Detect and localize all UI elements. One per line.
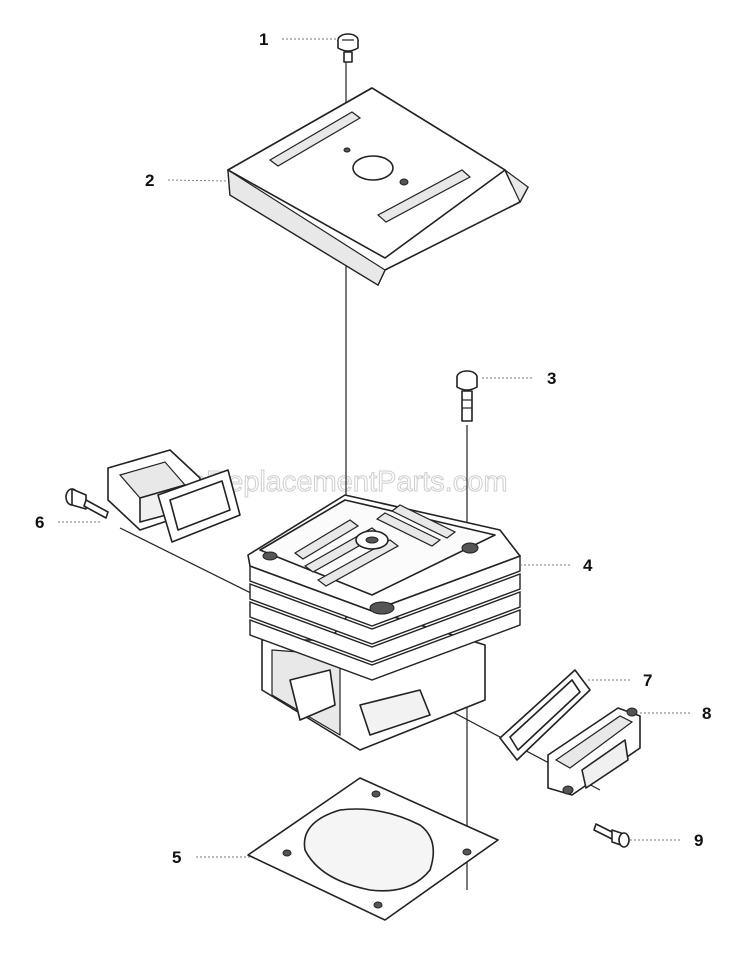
callout-2[interactable]: 2 — [145, 171, 154, 190]
callout-7[interactable]: 7 — [643, 671, 652, 690]
part-3-bolt[interactable] — [456, 370, 478, 422]
callout-6[interactable]: 6 — [35, 513, 44, 532]
part-1-screw[interactable] — [337, 33, 359, 63]
callout-4[interactable]: 4 — [583, 556, 593, 575]
callout-5[interactable]: 5 — [172, 848, 181, 867]
watermark: eReplacementParts.com — [190, 466, 508, 498]
part-8-flange[interactable] — [547, 707, 641, 796]
part-7-gasket[interactable] — [499, 669, 591, 761]
part-5-base-gasket[interactable] — [247, 777, 499, 921]
callout-1[interactable]: 1 — [259, 30, 268, 49]
leader-lines — [58, 38, 690, 858]
callout-9[interactable]: 9 — [694, 831, 703, 850]
part-9-screw[interactable] — [593, 823, 630, 848]
callout-3[interactable]: 3 — [547, 369, 556, 388]
part-6-intake-flange[interactable] — [65, 449, 241, 543]
part-2-cover-plate[interactable] — [227, 87, 529, 286]
callout-8[interactable]: 8 — [702, 704, 711, 723]
part-4-cylinder[interactable] — [247, 494, 521, 751]
